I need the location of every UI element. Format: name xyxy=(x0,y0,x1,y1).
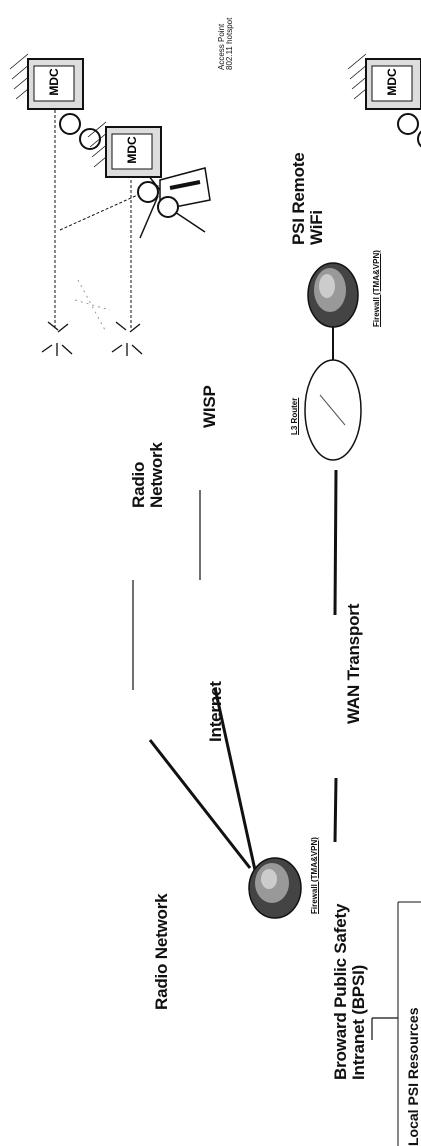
label-firewall-bpsi: Firewall (TMA&VPN) xyxy=(310,837,319,914)
mdc-label-2: MDC xyxy=(125,136,139,164)
label-l3-router: L3 Router xyxy=(290,397,299,435)
label-radio-network: Radio Network xyxy=(152,893,171,1010)
wisp-tower-icon xyxy=(74,279,143,356)
label-wan-transport: WAN Transport xyxy=(344,603,363,724)
firewall-bpsi-icon xyxy=(248,857,302,919)
mdc-device-icon-1: MDC xyxy=(9,53,101,150)
label-radio-network-right: Radio Network xyxy=(129,442,166,508)
mdc-label-1: MDC xyxy=(47,68,61,96)
l3-router-icon xyxy=(304,359,362,461)
label-internet: Internet xyxy=(206,681,225,742)
label-local-psi: Local PSI Resources xyxy=(405,1007,421,1146)
label-bpsi: Broward Public Safety Intranet (BPSI) xyxy=(331,903,368,1080)
mdc-device-icon-3: MDC xyxy=(347,53,421,148)
label-wisp: WISP xyxy=(200,385,219,428)
label-psi-remote: PSI Remote WiFi xyxy=(289,152,326,245)
label-access-point: Access Point 802.11 hotspot xyxy=(217,17,235,70)
wan-link xyxy=(333,777,338,843)
radio-tower-icon xyxy=(41,321,73,356)
radio-network-link xyxy=(148,739,252,869)
mdc-device-icon-2: MDC xyxy=(87,121,179,218)
mdc-label-3: MDC xyxy=(385,68,399,96)
internet-link xyxy=(213,687,257,871)
wan-router-line xyxy=(333,469,338,616)
firewall-remote-icon xyxy=(307,262,359,328)
label-firewall-remote: Firewall (TMA&VPN) xyxy=(372,250,381,327)
